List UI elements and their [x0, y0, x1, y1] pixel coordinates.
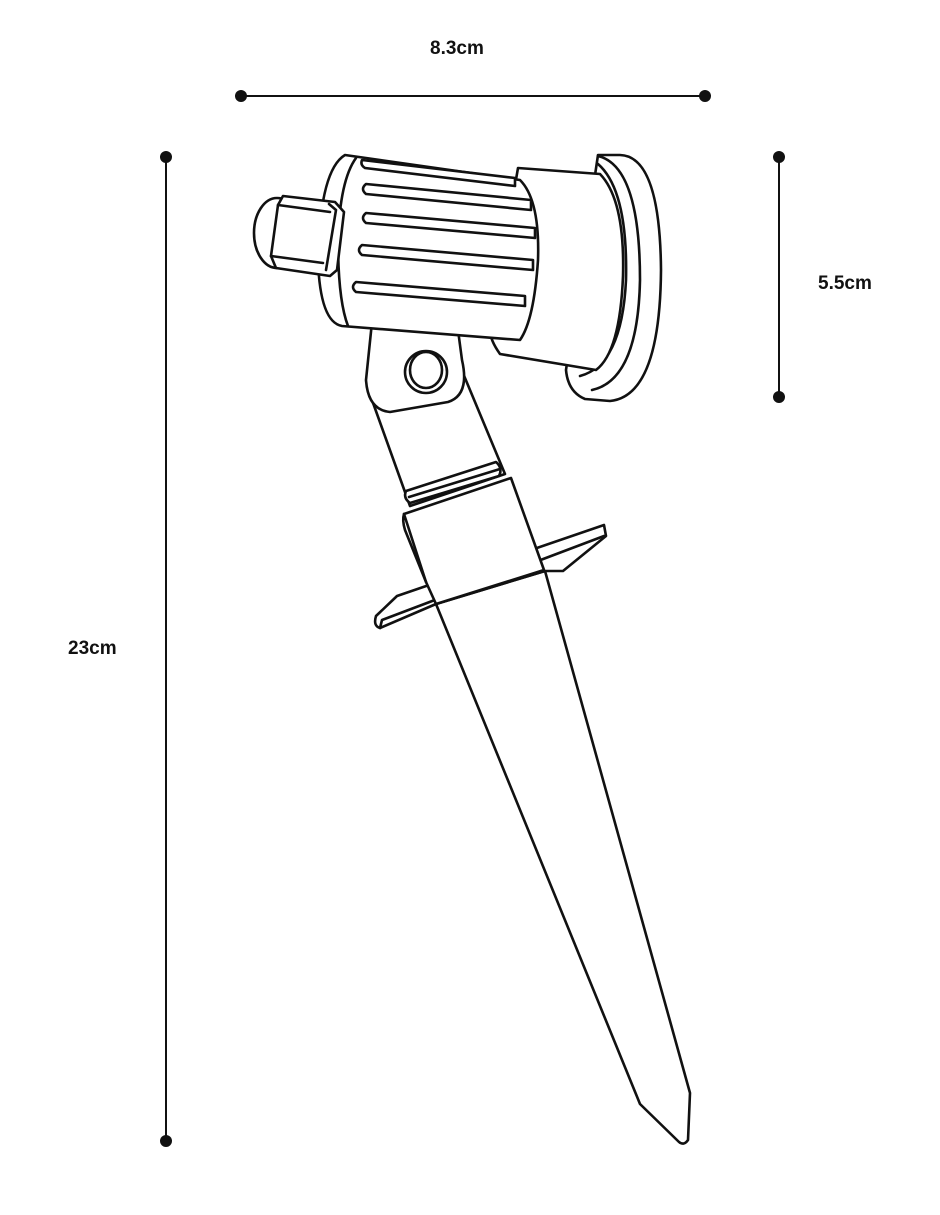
- head-start-dot: [773, 151, 785, 163]
- height-end-dot: [160, 1135, 172, 1147]
- rib-1: [360, 158, 517, 188]
- o-ring: [403, 460, 502, 505]
- stake-collar: [401, 476, 546, 606]
- total-height-dimension-label: 23cm: [68, 638, 117, 659]
- pivot-knuckle: [364, 320, 466, 414]
- ribbed-barrel: [316, 153, 540, 342]
- rib-5: [351, 280, 527, 308]
- rib-3: [361, 211, 537, 240]
- head-height-dimension-line: [773, 151, 785, 403]
- gland-nut: [269, 194, 346, 278]
- head-height-dimension-label: 5.5cm: [818, 273, 872, 294]
- total-height-dimension-line: [160, 151, 172, 1147]
- height-start-dot: [160, 151, 172, 163]
- ground-spike: [434, 569, 692, 1145]
- rib-4: [357, 243, 535, 272]
- width-dimension-label: 8.3cm: [430, 38, 484, 59]
- cable-gland: [252, 194, 346, 278]
- width-dimension-line: [235, 90, 711, 102]
- width-end-dot: [699, 90, 711, 102]
- rib-2: [361, 182, 533, 212]
- pivot-bolt-inner: [408, 350, 444, 390]
- head-end-dot: [773, 391, 785, 403]
- width-start-dot: [235, 90, 247, 102]
